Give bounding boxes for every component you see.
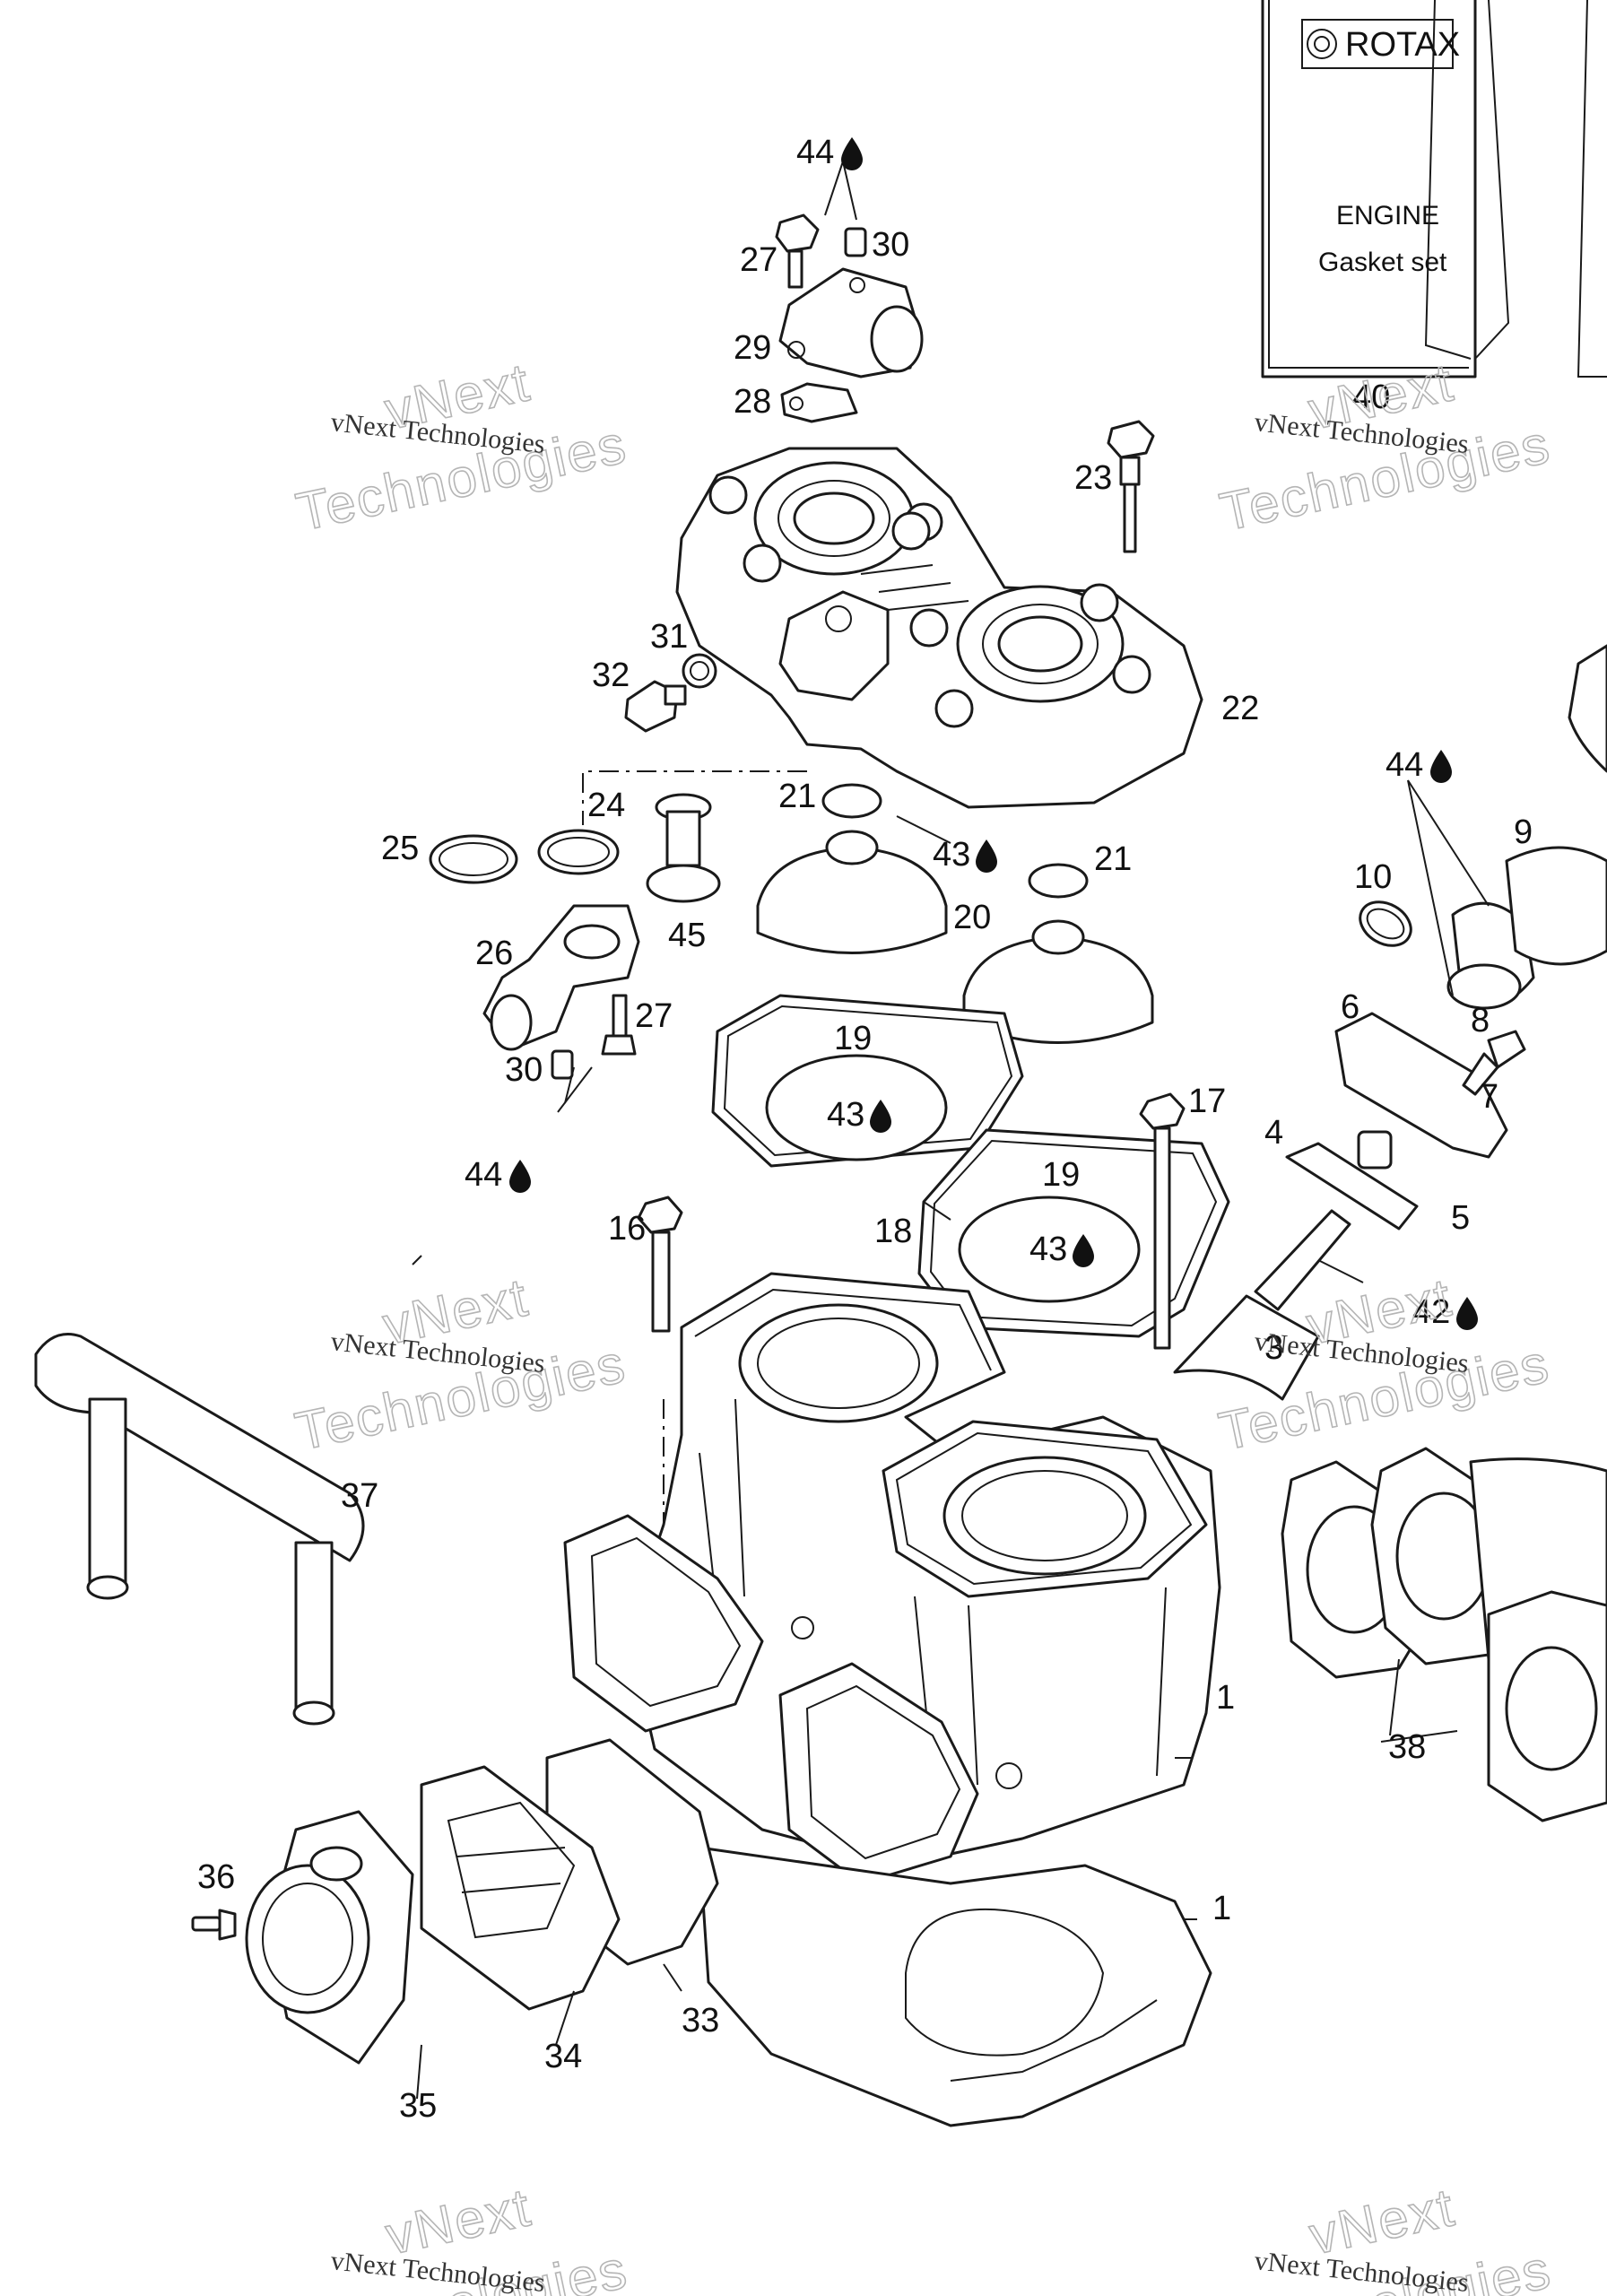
callout-28: 28	[734, 383, 771, 421]
callout-25: 25	[381, 830, 419, 867]
callout-38: 38	[1388, 1728, 1426, 1766]
lubricant-drop-icon	[1456, 1297, 1478, 1330]
callout-23: 23	[1074, 459, 1112, 497]
reed-valve-assembly	[191, 1738, 719, 2065]
callout-34: 34	[544, 2038, 582, 2075]
callout-labels: 1 1 3 4 5 6 7 8 9 10 16 17 18 19 19 20 2…	[197, 134, 1533, 2125]
callout-19a: 19	[834, 1020, 872, 1057]
callout-20: 20	[953, 899, 991, 936]
callout-44a: 44	[796, 134, 834, 171]
callout-36: 36	[197, 1858, 235, 1896]
lubricant-drop-icon	[1073, 1234, 1094, 1267]
lubricant-drop-icon	[870, 1100, 891, 1133]
lubricant-drop-icon	[509, 1160, 531, 1193]
callout-37: 37	[341, 1477, 378, 1515]
callout-31: 31	[650, 618, 688, 656]
callout-9: 9	[1514, 813, 1533, 851]
callout-26: 26	[475, 935, 513, 972]
head-gaskets	[711, 994, 1230, 1338]
callout-43c: 43	[1029, 1231, 1067, 1268]
callout-44c: 44	[465, 1156, 502, 1194]
callout-18: 18	[874, 1213, 912, 1250]
callout-21a: 21	[778, 778, 816, 815]
callout-17: 17	[1188, 1083, 1226, 1120]
studs	[637, 1092, 1186, 1350]
exhaust-valve-assembly	[1173, 644, 1607, 1401]
callout-45: 45	[668, 917, 706, 954]
lubricant-drop-icon	[841, 137, 863, 170]
callout-19b: 19	[1042, 1156, 1080, 1194]
callout-40: 40	[1352, 378, 1390, 416]
callout-30a: 30	[872, 226, 909, 264]
top-water-outlet	[775, 213, 924, 423]
head-bolt	[1107, 420, 1155, 553]
callout-24: 24	[587, 787, 625, 824]
callout-30b: 30	[505, 1051, 543, 1089]
callout-22: 22	[1221, 690, 1259, 727]
gasket-box-brand: ROTAX	[1345, 26, 1460, 64]
drain-plug	[624, 653, 717, 733]
callout-35: 35	[399, 2087, 437, 2125]
callout-29: 29	[734, 329, 771, 367]
gasket-box-line1: ENGINE	[1336, 201, 1439, 230]
callout-5: 5	[1451, 1199, 1470, 1237]
combustion-chamber-inserts	[756, 783, 1154, 1044]
callout-21b: 21	[1094, 840, 1132, 878]
gasket-box-line2: Gasket set	[1318, 248, 1447, 277]
gasket-set-box: ROTAX ENGINE Gasket set	[1261, 0, 1607, 378]
callout-3: 3	[1264, 1329, 1283, 1367]
thermostat-assembly	[429, 793, 721, 1080]
callout-4: 4	[1264, 1114, 1283, 1152]
lubricant-drop-icon	[1430, 750, 1452, 783]
callout-8: 8	[1471, 1002, 1490, 1039]
exhaust-muffler	[34, 1333, 365, 1726]
callout-44b: 44	[1385, 746, 1423, 784]
callout-43a: 43	[933, 836, 970, 874]
callout-1: 1	[1216, 1679, 1235, 1717]
callout-27b: 27	[635, 997, 673, 1035]
callout-7: 7	[1480, 1078, 1498, 1116]
lubricant-drop-icon	[976, 839, 997, 873]
exhaust-gaskets	[1281, 1447, 1607, 1822]
callout-42: 42	[1412, 1293, 1450, 1331]
lubricant-drops	[509, 137, 1478, 1330]
callout-1b: 1	[1212, 1890, 1231, 1927]
callout-10: 10	[1354, 858, 1392, 896]
callout-33: 33	[682, 2002, 719, 2039]
callout-16: 16	[608, 1210, 646, 1248]
callout-6: 6	[1341, 988, 1359, 1026]
leader-lines	[412, 161, 1490, 2100]
cylinder-block	[563, 1272, 1221, 1885]
rotax-gear-icon	[1307, 29, 1337, 59]
callout-43b: 43	[827, 1096, 864, 1134]
callout-27a: 27	[740, 241, 777, 279]
base-gasket	[698, 1846, 1212, 2127]
cylinder-head	[675, 447, 1203, 809]
callout-32: 32	[592, 657, 630, 694]
